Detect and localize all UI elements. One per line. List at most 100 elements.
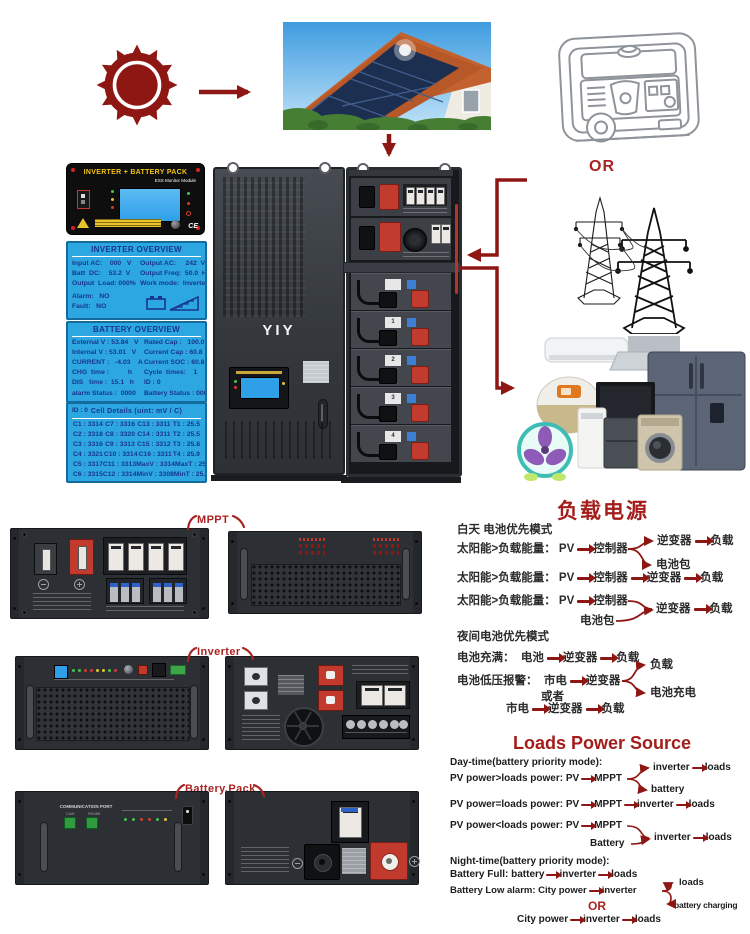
battery-connector-red <box>411 404 429 422</box>
flow-node: loads <box>679 877 704 888</box>
flow-node: 市电 <box>506 703 529 715</box>
spec-sticker <box>303 361 329 383</box>
cn-fork-e2 <box>621 680 646 698</box>
round-button <box>124 665 133 674</box>
arrow-icon <box>577 573 597 583</box>
cell-value: MaxV : 3314 <box>136 461 176 468</box>
cell-value: C1 : 3314 <box>73 421 103 428</box>
flow-text: 夜间电池优先模式 <box>457 631 549 643</box>
cell-id: ID : 0 <box>72 407 88 414</box>
or-label-top: OR <box>589 158 615 175</box>
cn-flow-a-branch1: 逆变器负载 <box>657 533 734 549</box>
status-led-row <box>122 810 172 824</box>
mounting-ear <box>229 532 237 613</box>
terminal-block <box>342 715 410 739</box>
panel-handle <box>40 822 48 872</box>
module-number-label: 3 <box>385 393 401 404</box>
cable-curve <box>357 280 380 305</box>
cell-value: C8 : 3320 <box>105 431 135 438</box>
blue-chip <box>407 356 416 365</box>
ess-monitor-panel: INVERTER + BATTERY PACK ESS Monitor Modu… <box>66 163 205 235</box>
mounting-ear <box>413 532 421 613</box>
dc-connector-black <box>359 226 375 250</box>
led-red <box>234 386 237 389</box>
vent-perforation <box>251 564 401 606</box>
flow-node: 逆变器 <box>562 652 598 664</box>
blue-chip <box>407 394 416 403</box>
flow-text: PV power<loads power: PV <box>450 820 580 831</box>
cn-flow-d: 电池充满： 电池逆变器负载 <box>457 650 639 666</box>
flow-node: 控制器 <box>593 595 628 607</box>
blue-chip <box>407 318 416 327</box>
pv-breaker <box>128 543 144 571</box>
screw-dot <box>196 226 200 230</box>
battery-connector-red <box>411 290 429 308</box>
plus-symbol <box>74 579 85 590</box>
ac-breaker <box>361 685 383 706</box>
cell-value: C16 : 3311 <box>138 451 172 458</box>
mounting-ear <box>226 657 234 749</box>
ce-mark: CE <box>188 223 198 230</box>
red-button <box>138 665 148 675</box>
module-number-label: 1 <box>385 317 401 328</box>
flow-text: 电池充满： 电池 <box>457 652 544 664</box>
monitor-switch <box>77 190 90 209</box>
ac-breaker <box>384 685 406 706</box>
flow-node: 负载 <box>709 603 733 615</box>
battery-rear-panel <box>225 791 420 885</box>
panel-title-rest: OVERVIEW <box>133 245 182 254</box>
arrow-icon <box>581 801 598 808</box>
warning-text-lines <box>241 847 289 875</box>
blue-chip <box>407 280 416 289</box>
cell-value: C14 : 3311 <box>137 431 171 438</box>
cell-value: MaxT : 25.9 <box>175 461 207 468</box>
warning-triangle-icon <box>77 218 89 228</box>
flow-node: 逆变器 <box>548 703 583 715</box>
cn-merge-c2 <box>615 605 654 622</box>
flow-text: 太阳能>负载能量： PV <box>457 595 575 607</box>
cell-value: T2 : 25.5 <box>172 431 200 438</box>
lift-eyelet <box>319 162 331 174</box>
led-yellow <box>111 198 114 201</box>
cn-flow-e-branch2: 电池充电 <box>650 685 696 701</box>
module-label-lines <box>403 252 449 257</box>
arrow-icon <box>570 916 587 923</box>
module-number-label <box>385 279 401 290</box>
warning-text-lines <box>242 715 280 741</box>
panel-handle <box>174 822 182 872</box>
arrow-icon <box>684 573 704 583</box>
cell-value: C15 : 3312 <box>137 441 171 448</box>
arrow-icon <box>577 544 597 554</box>
battery-module: 2 <box>351 349 451 386</box>
flow-text: 太阳能>负载能量： PV <box>457 572 575 584</box>
mounting-ear <box>200 657 208 749</box>
mounting-ear <box>410 792 418 884</box>
cell-details-panel: ID : 0 Cell Details (uint: mV / C) C1 : … <box>66 402 207 483</box>
generator-sketch <box>558 32 700 143</box>
can-label: CAN <box>66 811 75 816</box>
cn-mode1: 白天 电池优先模式 <box>457 522 552 538</box>
flow-text: Battery Low alarm: City power <box>450 885 587 896</box>
en-flow-c-sub: Battery <box>590 838 624 850</box>
fuse-group <box>149 578 187 604</box>
arrow-icon <box>585 704 605 714</box>
flow-node: 电池包 <box>580 615 615 627</box>
flow-text: 电池低压报警： 市电 <box>457 675 567 687</box>
divider <box>72 256 201 257</box>
cn-or: 或者 <box>541 689 564 705</box>
arrow-icon <box>693 604 713 614</box>
mounting-ear <box>226 792 234 884</box>
flow-node: inverter <box>559 869 597 880</box>
cable-curve <box>357 356 380 381</box>
arrow-icon <box>623 801 640 808</box>
bat-row: Current SOC : 60.8 <box>144 359 205 366</box>
cell-value: C6 : 3315 <box>73 471 103 478</box>
plus-symbol <box>409 856 420 867</box>
